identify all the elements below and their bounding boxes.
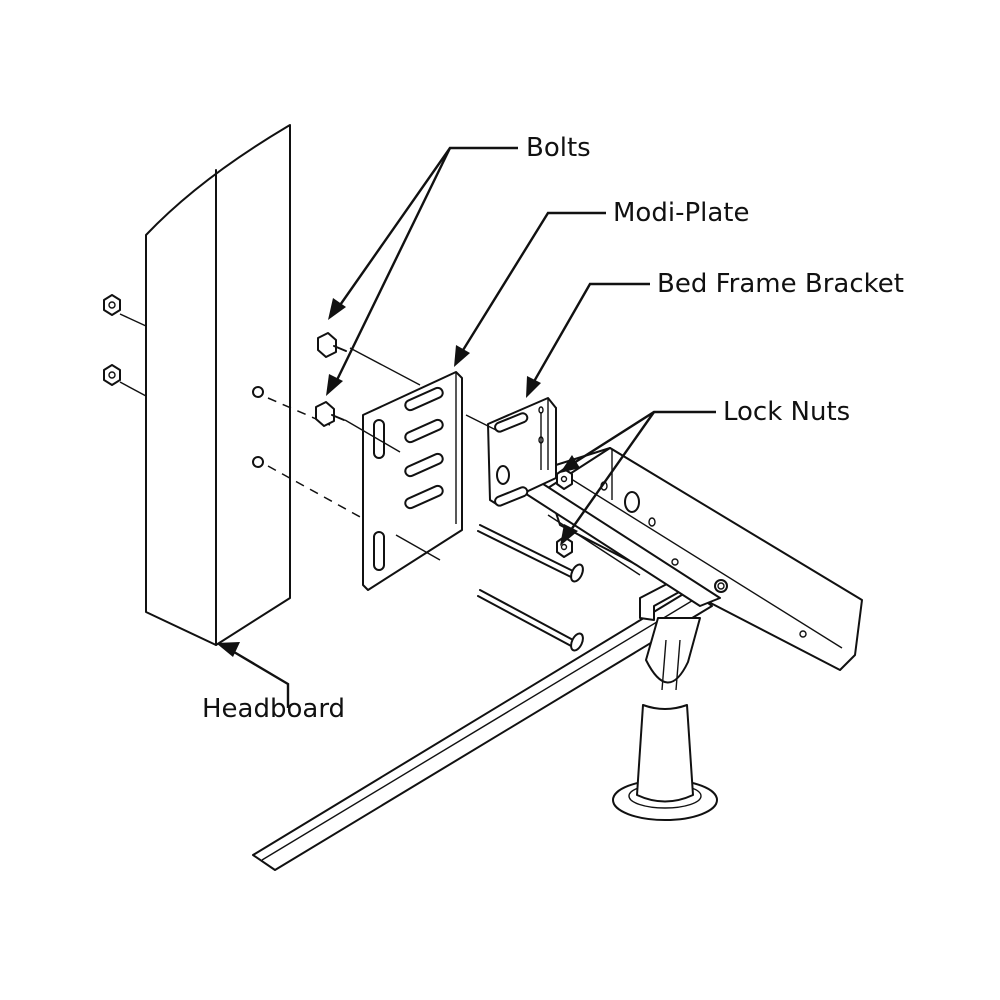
modi-plate: [362, 371, 463, 591]
small-bolts: [315, 332, 347, 427]
headboard: [145, 124, 291, 646]
hex-nuts-left: [103, 294, 121, 386]
leader-lines: [216, 146, 716, 708]
angle-iron-rail: [539, 447, 863, 671]
bed-frame-bracket: [487, 397, 557, 507]
label-lock-nuts: Lock Nuts: [723, 397, 851, 427]
frame-leg: [612, 617, 718, 821]
label-modi-plate: Modi-Plate: [613, 198, 750, 228]
label-headboard: Headboard: [202, 694, 346, 724]
label-bolts: Bolts: [526, 133, 591, 163]
carriage-bolts: [477, 524, 584, 652]
label-bed-frame-bracket: Bed Frame Bracket: [657, 269, 904, 299]
